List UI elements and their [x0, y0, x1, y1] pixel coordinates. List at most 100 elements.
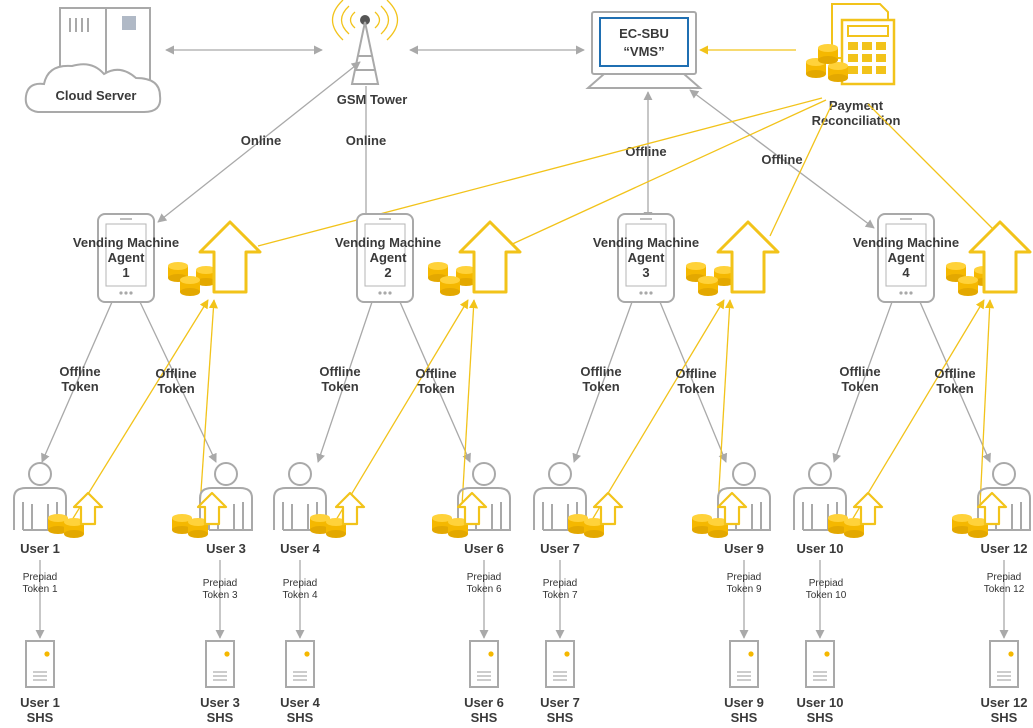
shs-icon	[469, 640, 499, 688]
agent-4-line2: Agent	[888, 250, 926, 265]
svg-text:Token 1: Token 1	[22, 584, 57, 595]
coin-stack-icon	[568, 514, 604, 538]
svg-text:Offline: Offline	[675, 366, 716, 381]
svg-text:User 3: User 3	[200, 695, 240, 710]
svg-text:Prepiad: Prepiad	[467, 572, 501, 583]
agent-3-line1: Vending Machine	[593, 235, 699, 250]
prepaid-token-links	[35, 560, 1009, 639]
gsm-tower-icon	[331, 0, 399, 85]
svg-text:Prepiad: Prepiad	[809, 578, 843, 589]
agent-1-line1: Vending Machine	[73, 235, 179, 250]
agent-3-line2: Agent	[628, 250, 666, 265]
link-payment-agent1	[257, 97, 823, 247]
shs-icon	[729, 640, 759, 688]
offline-token-labels: Offline Token Offline Token Offline Toke…	[59, 364, 975, 396]
vms-label-line2: “VMS”	[623, 44, 664, 59]
link-payment-agent2	[507, 99, 827, 247]
svg-text:Token: Token	[841, 379, 878, 394]
offline-label-1: Offline	[625, 144, 666, 159]
coin-stack-icon	[168, 262, 216, 296]
svg-text:SHS: SHS	[807, 710, 834, 725]
svg-text:User 6: User 6	[464, 695, 504, 710]
svg-text:Offline: Offline	[580, 364, 621, 379]
coin-stack-icon	[310, 514, 346, 538]
svg-text:Prepiad: Prepiad	[23, 572, 57, 583]
agent-3-line3: 3	[642, 265, 649, 280]
svg-text:Prepiad: Prepiad	[987, 572, 1021, 583]
svg-text:Offline: Offline	[934, 366, 975, 381]
agent-1-line2: Agent	[108, 250, 146, 265]
svg-text:SHS: SHS	[731, 710, 758, 725]
svg-text:User 7: User 7	[540, 541, 580, 556]
payment-reconciliation-icon	[806, 3, 896, 86]
user-3	[172, 462, 253, 538]
coin-stack-icon	[172, 514, 208, 538]
svg-text:Prepiad: Prepiad	[543, 578, 577, 589]
svg-text:Offline: Offline	[155, 366, 196, 381]
svg-text:SHS: SHS	[471, 710, 498, 725]
shs-labels: User 1 SHS User 3 SHS User 4 SHS User 6 …	[20, 695, 1027, 725]
user-4	[273, 462, 366, 538]
svg-text:User 4: User 4	[280, 541, 321, 556]
svg-text:Prepiad: Prepiad	[203, 578, 237, 589]
svg-text:Token 7: Token 7	[542, 590, 577, 601]
svg-text:Token: Token	[157, 381, 194, 396]
user-1	[13, 462, 104, 538]
svg-text:User 6: User 6	[464, 541, 504, 556]
svg-text:Token: Token	[936, 381, 973, 396]
shs-icon	[989, 640, 1019, 688]
shs-icon	[285, 640, 315, 688]
coin-stack-icon	[428, 262, 476, 296]
vms-label-line1: EC-SBU	[619, 26, 669, 41]
coin-stack-icon	[432, 514, 468, 538]
coin-stack-icon	[686, 262, 734, 296]
svg-text:User 7: User 7	[540, 695, 580, 710]
offline-token-links	[41, 299, 995, 521]
svg-text:Token 4: Token 4	[282, 590, 317, 601]
link-payment-agent4	[867, 103, 1005, 241]
offline-label-2: Offline	[761, 152, 802, 167]
svg-text:Token: Token	[417, 381, 454, 396]
svg-text:SHS: SHS	[287, 710, 314, 725]
online-label-1: Online	[241, 133, 281, 148]
user-names: User 1 User 3 User 4 User 6 User 7 User …	[20, 541, 1027, 556]
svg-text:User 9: User 9	[724, 541, 764, 556]
svg-text:Token: Token	[61, 379, 98, 394]
svg-text:Token 12: Token 12	[984, 584, 1025, 595]
svg-text:Token 6: Token 6	[466, 584, 501, 595]
user-9	[692, 462, 771, 538]
svg-text:User 4: User 4	[280, 695, 321, 710]
agent-2-line3: 2	[384, 265, 391, 280]
svg-text:Offline: Offline	[319, 364, 360, 379]
user-12	[952, 462, 1031, 538]
link-gsm-agent1	[157, 61, 361, 223]
coin-stack-icon	[692, 514, 728, 538]
svg-text:User 1: User 1	[20, 541, 60, 556]
cloud-server-icon	[24, 7, 162, 113]
online-label-2: Online	[346, 133, 386, 148]
svg-text:Token: Token	[677, 381, 714, 396]
prepaid-token-labels: Prepiad Token 1 Prepiad Token 3 Prepiad …	[22, 572, 1024, 601]
svg-text:User 3: User 3	[206, 541, 246, 556]
svg-text:Offline: Offline	[839, 364, 880, 379]
shs-icon	[805, 640, 835, 688]
svg-text:SHS: SHS	[547, 710, 574, 725]
shs-icon	[25, 640, 55, 688]
shs-icon	[205, 640, 235, 688]
svg-text:User 9: User 9	[724, 695, 764, 710]
svg-text:User 12: User 12	[981, 695, 1028, 710]
svg-text:Token: Token	[321, 379, 358, 394]
coin-stack-icon	[952, 514, 988, 538]
cloud-server-label: Cloud Server	[56, 88, 137, 103]
svg-text:User 12: User 12	[981, 541, 1028, 556]
svg-text:Token 9: Token 9	[726, 584, 761, 595]
user-6	[432, 462, 511, 538]
svg-text:Token 3: Token 3	[202, 590, 237, 601]
svg-text:User 10: User 10	[797, 695, 844, 710]
svg-text:SHS: SHS	[27, 710, 54, 725]
svg-text:User 10: User 10	[797, 541, 844, 556]
agent-2-line2: Agent	[370, 250, 408, 265]
gsm-tower-label: GSM Tower	[337, 92, 408, 107]
